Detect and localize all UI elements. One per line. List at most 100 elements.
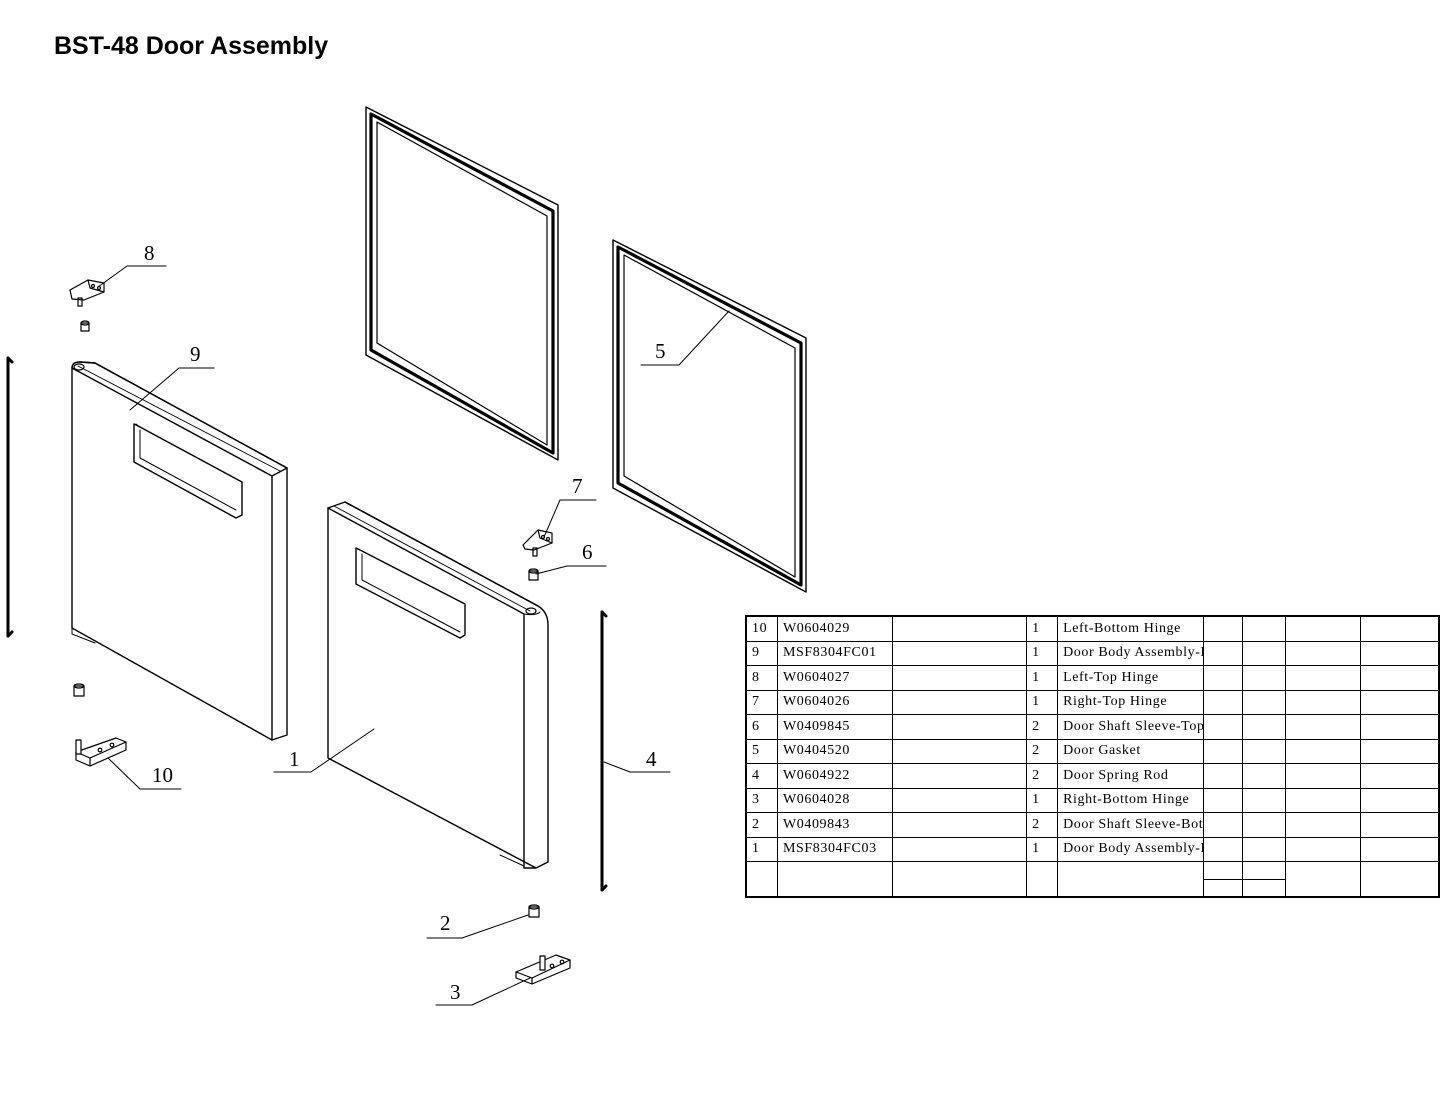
empty-cell xyxy=(1203,689,1243,715)
empty-cell xyxy=(1360,787,1440,813)
callout-8: 8 xyxy=(144,241,155,265)
empty-cell xyxy=(1241,836,1286,862)
quantity: 1 xyxy=(1026,665,1059,691)
door-spring-rod-left xyxy=(6,356,14,638)
part-code: W0409843 xyxy=(776,812,893,838)
part-code: W0604027 xyxy=(776,665,893,691)
empty-cell xyxy=(891,812,1028,838)
empty-cell xyxy=(1241,812,1286,838)
empty-cell xyxy=(1284,615,1362,642)
empty-cell xyxy=(1203,714,1243,740)
callout-6: 6 xyxy=(582,540,593,564)
table-footer-row xyxy=(745,861,1440,898)
part-name: Left-Top Hinge xyxy=(1057,665,1205,691)
door-spring-rod-4 xyxy=(600,610,608,892)
callout-7: 7 xyxy=(572,474,583,498)
empty-cell xyxy=(1203,836,1243,862)
empty-cell xyxy=(1241,738,1286,764)
empty-cell xyxy=(1203,763,1243,789)
empty-cell xyxy=(745,861,778,898)
leader-lines xyxy=(97,265,730,1006)
empty-cell xyxy=(891,763,1028,789)
part-code: W0604029 xyxy=(776,615,893,642)
empty-cell xyxy=(1241,714,1286,740)
parts-list-table: 10 W0604029 1 Left-Bottom Hinge 9 MSF830… xyxy=(745,615,1440,898)
callout-2: 2 xyxy=(440,911,451,935)
part-name: Door Shaft Sleeve-Top xyxy=(1057,714,1205,740)
empty-cell xyxy=(1360,714,1440,740)
right-bottom-hinge xyxy=(515,954,571,985)
empty-cell xyxy=(1360,615,1440,642)
empty-cell xyxy=(1203,665,1243,691)
empty-cell xyxy=(1203,615,1243,642)
table-row: 4 W0604922 2 Door Spring Rod xyxy=(745,763,1440,789)
empty-cell xyxy=(891,787,1028,813)
table-row: 7 W0604026 1 Right-Top Hinge xyxy=(745,689,1440,715)
part-code: W0604028 xyxy=(776,787,893,813)
leader-5 xyxy=(640,310,730,366)
empty-cell xyxy=(891,861,1028,898)
quantity: 2 xyxy=(1026,812,1059,838)
callout-1: 1 xyxy=(289,747,300,771)
item-number: 8 xyxy=(745,665,778,691)
door-shaft-sleeve-top xyxy=(528,568,539,581)
table-row: 8 W0604027 1 Left-Top Hinge xyxy=(745,665,1440,691)
left-bottom-hinge xyxy=(75,737,127,767)
empty-cell xyxy=(1241,665,1286,691)
table-row: 10 W0604029 1 Left-Bottom Hinge xyxy=(745,615,1440,642)
quantity: 1 xyxy=(1026,615,1059,642)
table-row: 3 W0604028 1 Right-Bottom Hinge xyxy=(745,787,1440,813)
item-number: 10 xyxy=(745,615,778,642)
empty-cell xyxy=(1284,714,1362,740)
quantity: 1 xyxy=(1026,689,1059,715)
empty-cell xyxy=(1360,689,1440,715)
item-number: 4 xyxy=(745,763,778,789)
door-shaft-sleeve-bottom-left xyxy=(73,683,85,697)
quantity: 1 xyxy=(1026,787,1059,813)
empty-cell xyxy=(1241,763,1286,789)
leader-2 xyxy=(426,914,529,939)
empty-cell xyxy=(1284,836,1362,862)
empty-cell xyxy=(1241,787,1286,813)
empty-cell xyxy=(891,714,1028,740)
empty-cell xyxy=(1360,763,1440,789)
callout-5: 5 xyxy=(655,339,666,363)
empty-cell xyxy=(1284,640,1362,666)
empty-cell xyxy=(1360,738,1440,764)
callout-3: 3 xyxy=(450,980,461,1004)
table-row: 2 W0409843 2 Door Shaft Sleeve-Bottom xyxy=(745,812,1440,838)
empty-cell xyxy=(776,861,893,898)
part-name: Right-Top Hinge xyxy=(1057,689,1205,715)
part-name: Door Body Assembly-Right xyxy=(1057,836,1205,862)
item-number: 5 xyxy=(745,738,778,764)
table-row: 5 W0404520 2 Door Gasket xyxy=(745,738,1440,764)
callout-9: 9 xyxy=(190,342,201,366)
part-code: W0604026 xyxy=(776,689,893,715)
part-name: Left-Bottom Hinge xyxy=(1057,615,1205,642)
empty-cell xyxy=(1284,763,1362,789)
empty-cell xyxy=(1241,861,1286,898)
item-number: 1 xyxy=(745,836,778,862)
item-number: 9 xyxy=(745,640,778,666)
empty-cell xyxy=(1241,640,1286,666)
part-name: Door Spring Rod xyxy=(1057,763,1205,789)
empty-cell xyxy=(1241,689,1286,715)
part-code: MSF8304FC03 xyxy=(776,836,893,862)
quantity: 2 xyxy=(1026,738,1059,764)
page-title: BST-48 Door Assembly xyxy=(54,32,329,60)
empty-cell xyxy=(1360,665,1440,691)
item-number: 7 xyxy=(745,689,778,715)
empty-cell xyxy=(1284,812,1362,838)
item-number: 3 xyxy=(745,787,778,813)
empty-cell xyxy=(1360,640,1440,666)
empty-cell xyxy=(1241,615,1286,642)
door-gasket-upper xyxy=(365,106,559,461)
callout-10: 10 xyxy=(152,763,173,787)
empty-cell xyxy=(891,640,1028,666)
empty-cell xyxy=(1203,640,1243,666)
leader-9 xyxy=(129,367,215,411)
right-top-hinge xyxy=(522,529,553,557)
empty-cell xyxy=(1203,861,1243,898)
empty-cell xyxy=(891,689,1028,715)
